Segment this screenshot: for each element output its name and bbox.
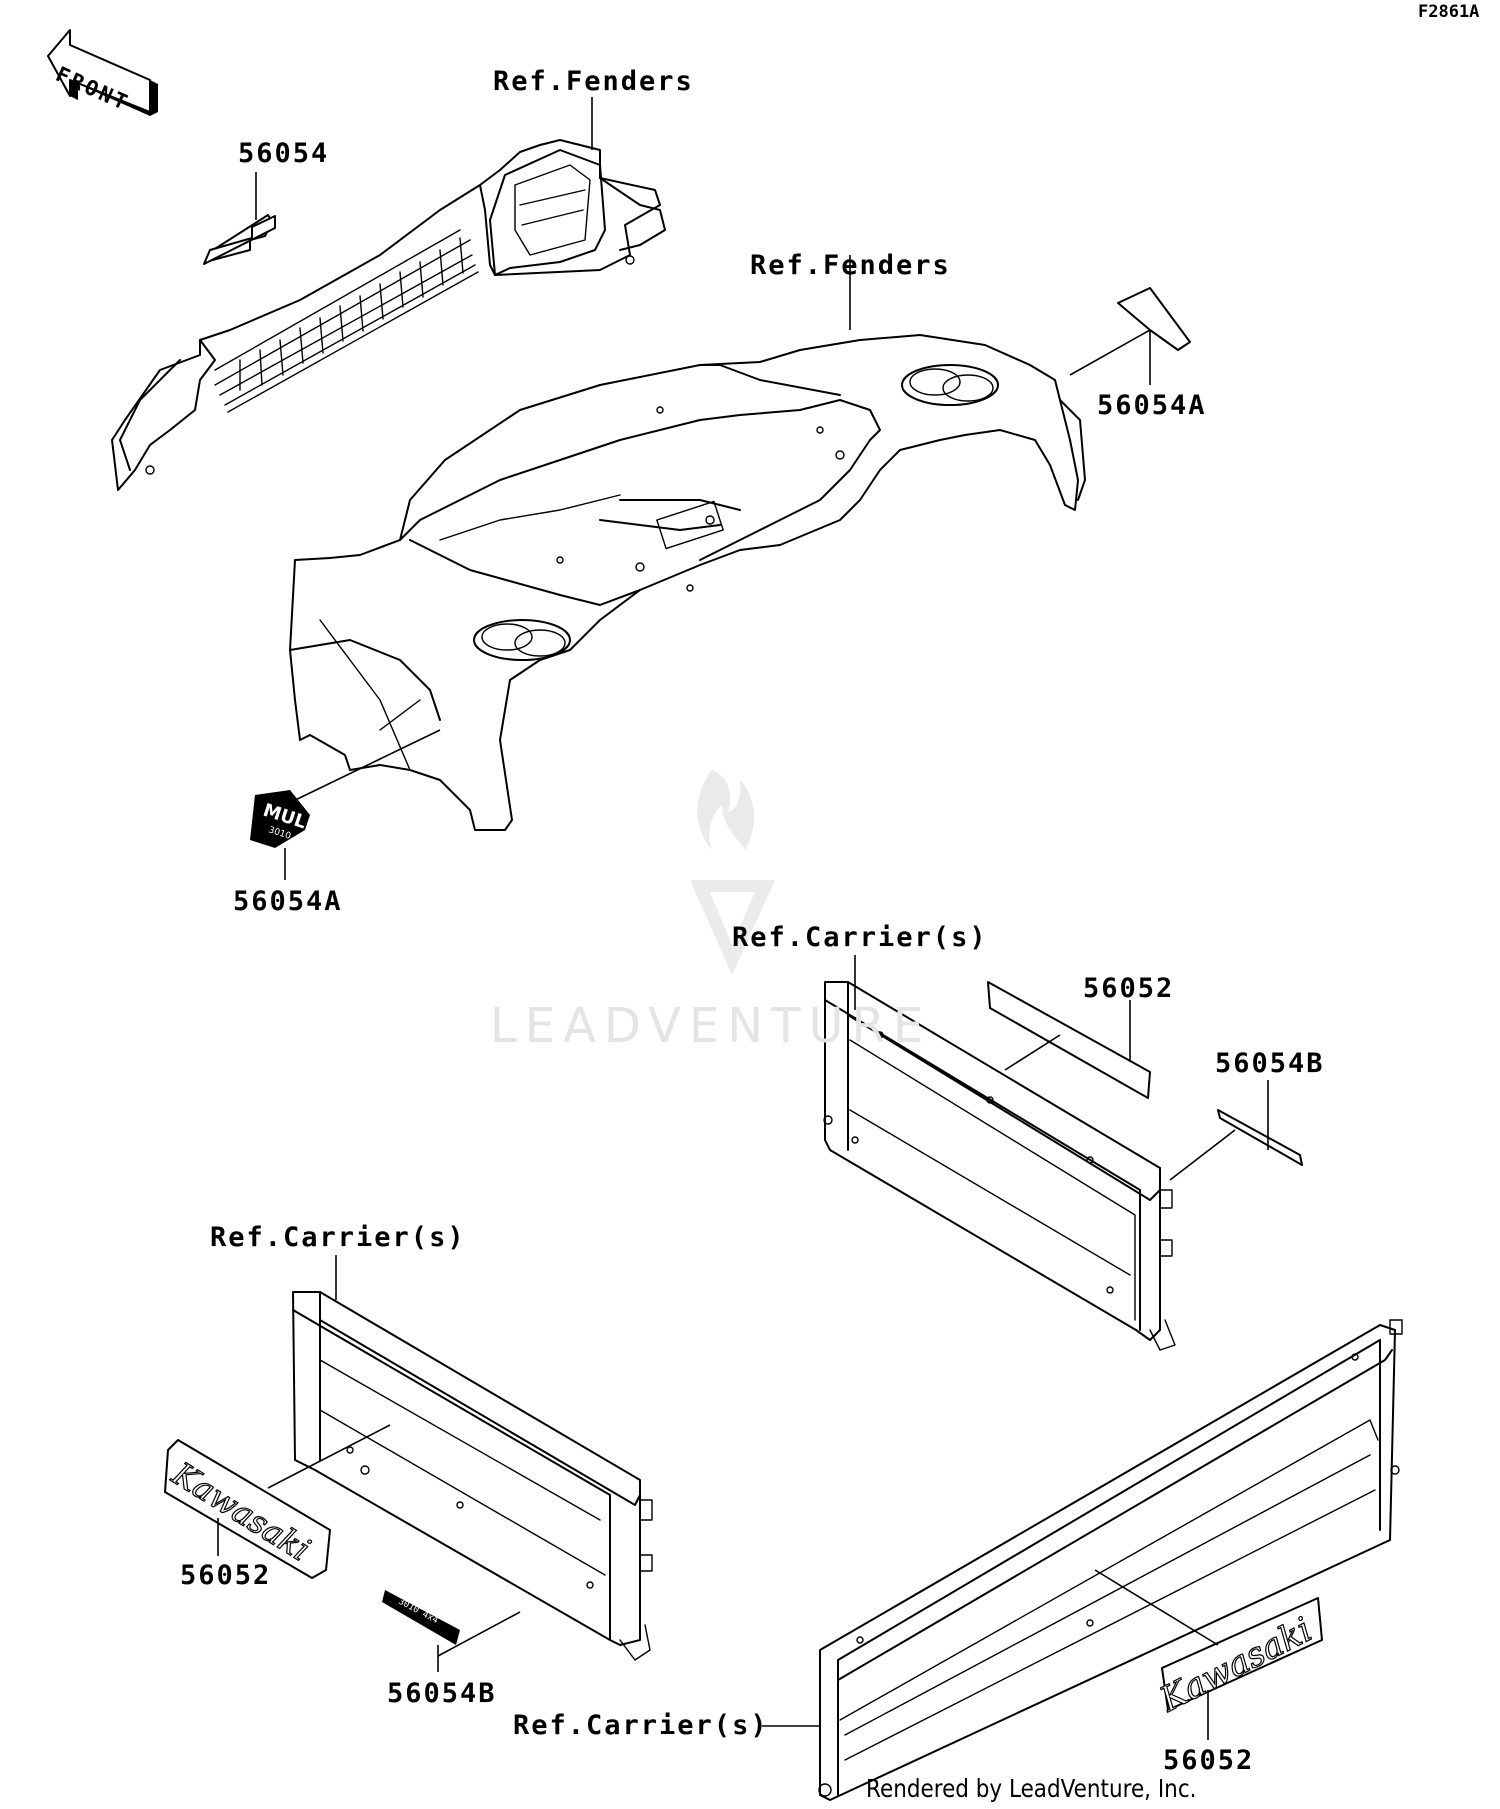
- carrier-panel-upper: [823, 981, 1176, 1351]
- label-part-56054: 56054: [238, 138, 330, 169]
- label-part-56052-left: 56052: [180, 1560, 272, 1591]
- front-grille-panel: [111, 139, 666, 491]
- decal-56052-upper: [987, 981, 1151, 1099]
- label-ref-carriers-left: Ref.Carrier(s): [210, 1222, 466, 1253]
- watermark-text: LEADVENTURE: [490, 998, 932, 1054]
- leadventure-flame-logo-icon: [690, 770, 775, 975]
- decal-56054B-lower: 3010 4x4: [382, 1590, 460, 1645]
- decal-mule-logo: MULE 3010 4x4: [250, 790, 320, 848]
- label-ref-carriers-upper: Ref.Carrier(s): [732, 922, 988, 953]
- label-part-56054A-rear: 56054A: [1097, 390, 1207, 421]
- label-part-56054B-lower: 56054B: [387, 1678, 497, 1709]
- label-part-56054B-upper: 56054B: [1215, 1048, 1325, 1079]
- label-part-56052-right: 56052: [1163, 1745, 1255, 1776]
- carrier-panel-right: [818, 1319, 1403, 1801]
- front-arrow-icon: [47, 29, 158, 116]
- footer-credit: Rendered by LeadVenture, Inc.: [866, 1774, 1197, 1803]
- label-part-56052-upper: 56052: [1083, 973, 1175, 1004]
- decal-56054A-rear: [1117, 287, 1191, 351]
- carrier-panel-left: [292, 1291, 653, 1661]
- figure-id: F2861A: [1418, 2, 1480, 22]
- label-ref-carriers-right: Ref.Carrier(s): [513, 1710, 769, 1741]
- rear-fender-assembly: [289, 334, 1086, 831]
- label-ref-fenders-middle: Ref.Fenders: [750, 250, 951, 281]
- decal-56054B-upper: [1217, 1109, 1303, 1166]
- label-ref-fenders-top: Ref.Fenders: [493, 66, 694, 97]
- leader-lines: [217, 97, 1269, 1740]
- decal-56054-grille: [203, 214, 276, 265]
- label-part-56054A-front: 56054A: [233, 886, 343, 917]
